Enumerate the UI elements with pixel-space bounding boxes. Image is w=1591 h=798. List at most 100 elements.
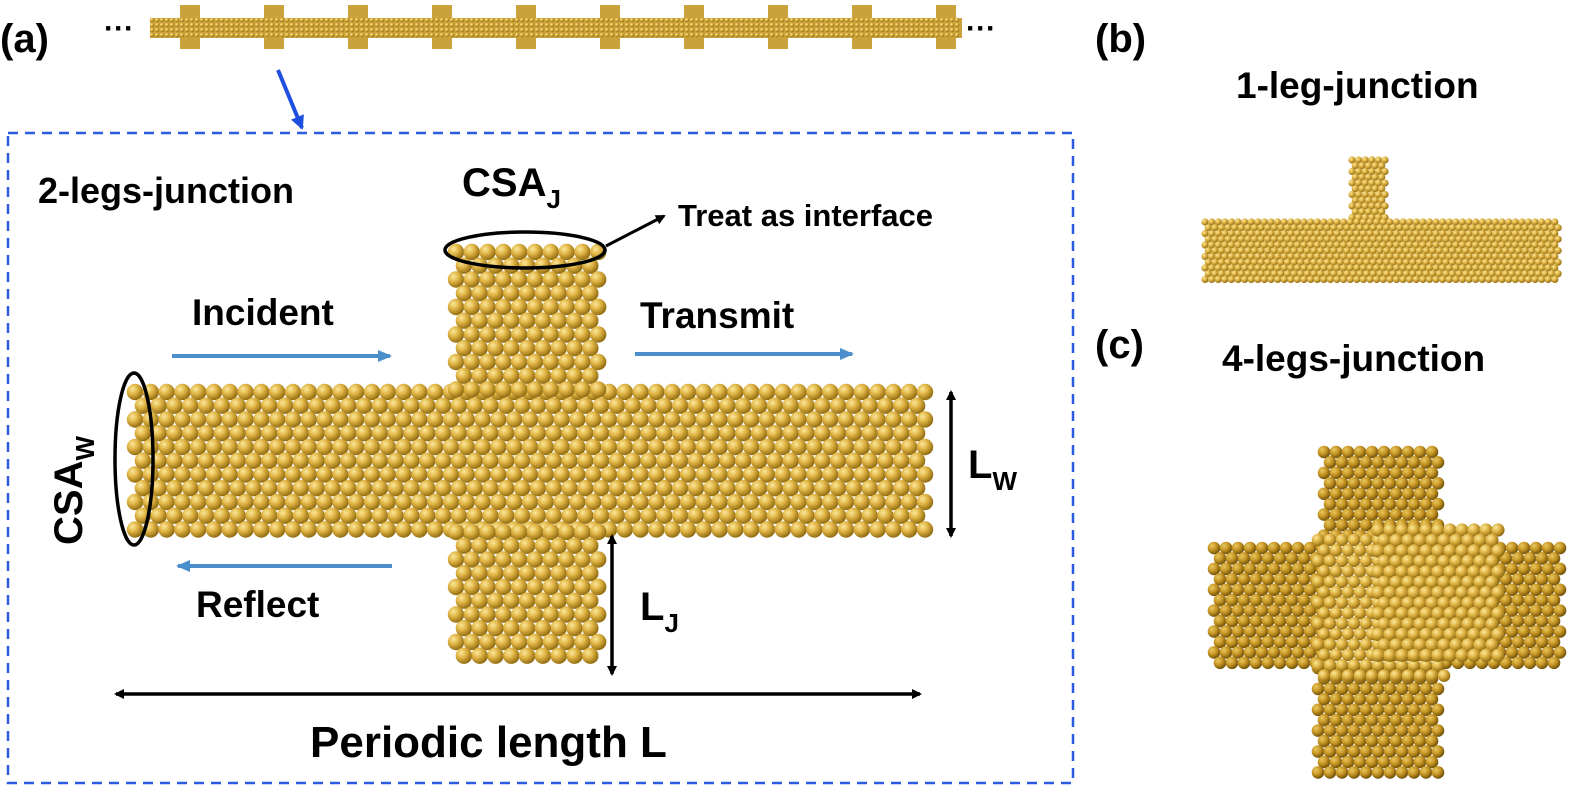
atom-sphere [669,17,675,23]
atom-sphere [444,27,450,33]
chain-junction-leg [348,5,368,49]
atom-sphere [1419,275,1427,283]
atom-sphere [299,17,305,23]
atom-sphere [1249,614,1263,628]
atom-sphere [459,17,465,23]
atom-sphere [261,452,278,469]
atom-sphere [1432,218,1440,226]
atom-sphere [709,27,715,33]
atom-sphere [1396,270,1404,278]
atom-sphere [1437,638,1451,652]
atom-sphere [656,425,673,442]
atom-sphere [1317,565,1331,578]
atom-sphere [1377,734,1391,748]
atom-sphere [1224,258,1232,266]
atom-sphere [1241,275,1249,283]
atom-sphere [169,27,175,33]
atom-sphere [864,32,870,38]
atom-sphere [1419,766,1433,779]
atom-sphere [1407,703,1421,717]
atom-sphere [1361,202,1369,210]
atom-sphere [537,466,554,483]
atom-sphere [869,17,875,23]
atom-sphere [1491,264,1499,272]
atom-sphere [566,620,583,637]
atom-sphere [289,17,295,23]
atom-sphere [814,425,831,442]
atom-sphere [1204,235,1212,243]
atom-sphere [1323,533,1337,547]
atom-sphere [734,17,740,23]
atom-sphere [419,27,425,33]
atom-sphere [1333,229,1341,238]
atom-sphere [1511,593,1525,607]
atom-sphere [364,32,370,38]
atom-sphere [1399,252,1407,261]
atom-sphere [1285,635,1299,649]
atom-sphere [916,411,934,428]
atom-sphere [1376,235,1384,243]
atom-sphere [511,578,528,596]
atom-sphere [604,17,610,23]
atom-sphere [349,17,355,23]
atom-sphere [784,22,790,28]
atom-sphere [1449,617,1463,631]
zoom-dashed-box [6,131,1075,785]
atom-sphere [284,22,290,28]
atom-sphere [498,452,515,469]
atom-sphere [1541,270,1549,278]
atom-sphere [142,466,159,483]
atom-sphere [213,480,231,497]
atom-sphere [1280,275,1288,283]
atom-sphere [554,22,560,28]
atom-sphere [1347,575,1361,589]
atom-sphere [1290,258,1298,266]
atom-sphere [1383,703,1397,717]
atom-sphere [1283,247,1292,255]
atom-sphere [489,22,495,28]
atom-sphere [454,17,460,23]
atom-sphere [1329,734,1343,748]
atom-sphere [754,27,760,33]
atom-sphere [1425,638,1439,652]
atom-sphere [184,32,190,38]
atom-sphere [804,17,810,23]
atom-sphere [484,32,490,38]
atom-sphere [1297,656,1311,670]
atom-sphere [495,243,512,261]
atom-sphere [1381,179,1389,187]
atom-sphere [292,480,310,497]
atom-sphere [429,22,435,28]
atom-sphere [1396,224,1404,232]
atom-sphere [616,383,633,401]
atom-sphere [344,32,350,38]
atom-sphere [899,17,905,23]
atom-sphere [649,27,655,33]
atom-sphere [1473,596,1487,610]
atom-sphere [1498,275,1506,283]
atom-sphere [1541,625,1555,638]
atom-sphere [526,606,544,623]
atom-sphere [1371,208,1379,216]
atom-sphere [354,22,360,28]
atom-sphere [1335,682,1349,696]
atom-sphere [784,27,790,33]
atom-sphere [790,466,807,483]
atom-sphere [253,438,270,456]
atom-sphere [1250,224,1259,232]
atom-sphere [1551,264,1559,272]
atom-sphere [1443,586,1457,600]
atom-sphere [529,27,535,33]
atom-sphere [558,271,575,288]
atom-sphere [1551,241,1559,249]
atom-sphere [1300,218,1308,226]
atom-sphere [1351,208,1359,216]
atom-sphere [1442,247,1450,255]
atom-sphere [394,22,400,28]
atom-sphere [1455,606,1469,621]
atom-sphere [1359,218,1367,226]
atom-sphere [574,606,591,623]
atom-sphere [577,507,594,524]
atom-sphere [1478,252,1486,261]
atom-sphere [339,22,345,28]
